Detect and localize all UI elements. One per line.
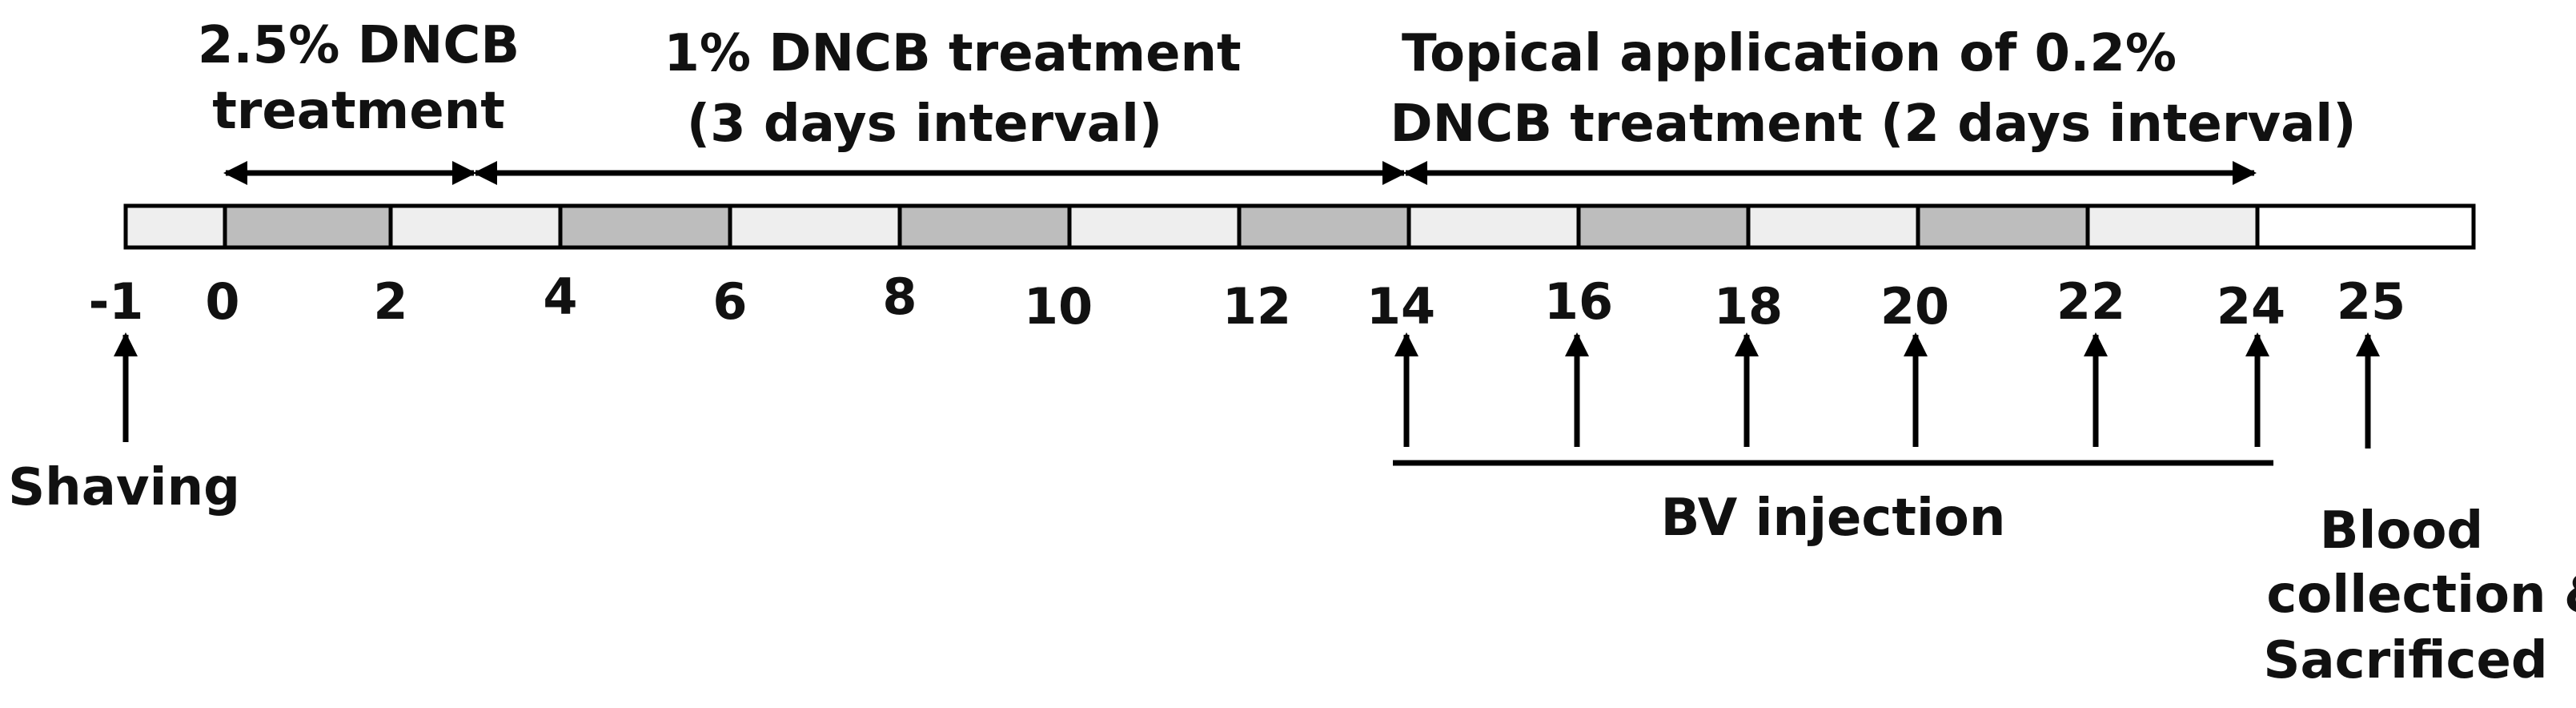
- day-label: 25: [2337, 272, 2405, 331]
- day-label: 0: [205, 272, 239, 331]
- day-label: 10: [1024, 277, 1093, 336]
- day-label: 8: [882, 268, 917, 326]
- bar-segment: [1746, 203, 1920, 250]
- phase3-label-line2: DNCB treatment (2 days interval): [1390, 95, 2357, 154]
- bar-segment: [558, 203, 732, 250]
- bar-segment: [728, 203, 902, 250]
- bar-segment: [1067, 203, 1242, 250]
- bv-injection-label: BV injection: [1661, 489, 2006, 548]
- day-label: 2: [373, 272, 407, 331]
- day-label: 20: [1880, 277, 1949, 336]
- bar-segment: [1576, 203, 1751, 250]
- bar-segment: [897, 203, 1072, 250]
- bv-injection-arrows: [1394, 332, 2269, 447]
- day-label: 24: [2217, 277, 2285, 336]
- day-label: 18: [1714, 277, 1783, 336]
- final-label-line3: Sacrificed: [2263, 631, 2547, 690]
- day-label: 14: [1366, 277, 1435, 336]
- phase2-label-line2: (3 days interval): [687, 95, 1162, 154]
- bar-segment: [1237, 203, 1411, 250]
- phase3-label-line1: Topical application of 0.2%: [1402, 24, 2177, 83]
- final-label-line1: Blood: [2320, 501, 2483, 561]
- day-label: 16: [1544, 272, 1613, 331]
- day-label: -1: [89, 272, 144, 331]
- bar-segment: [123, 203, 227, 250]
- day-label: 22: [2056, 272, 2125, 331]
- bar-segment: [2255, 203, 2476, 250]
- phase1-label-line2: treatment: [212, 82, 505, 141]
- day-label: 6: [712, 272, 747, 331]
- bar-segment: [1916, 203, 2090, 250]
- bar-segment: [388, 203, 563, 250]
- final-label-line2: collection &: [2266, 565, 2576, 625]
- timeline-bar: [123, 203, 2476, 250]
- day-label: 4: [543, 268, 577, 326]
- day-label: 12: [1222, 277, 1291, 336]
- shaving-label: Shaving: [8, 458, 240, 517]
- bar-segment: [1406, 203, 1581, 250]
- bar-segment: [2085, 203, 2260, 250]
- bar-segment: [223, 203, 393, 250]
- day-labels: -1 0 2 4 6 8 10 12 14 16 18 20 22 24 25: [89, 268, 2406, 336]
- phase2-label-line1: 1% DNCB treatment: [664, 24, 1241, 83]
- phase1-label-line1: 2.5% DNCB: [198, 16, 520, 75]
